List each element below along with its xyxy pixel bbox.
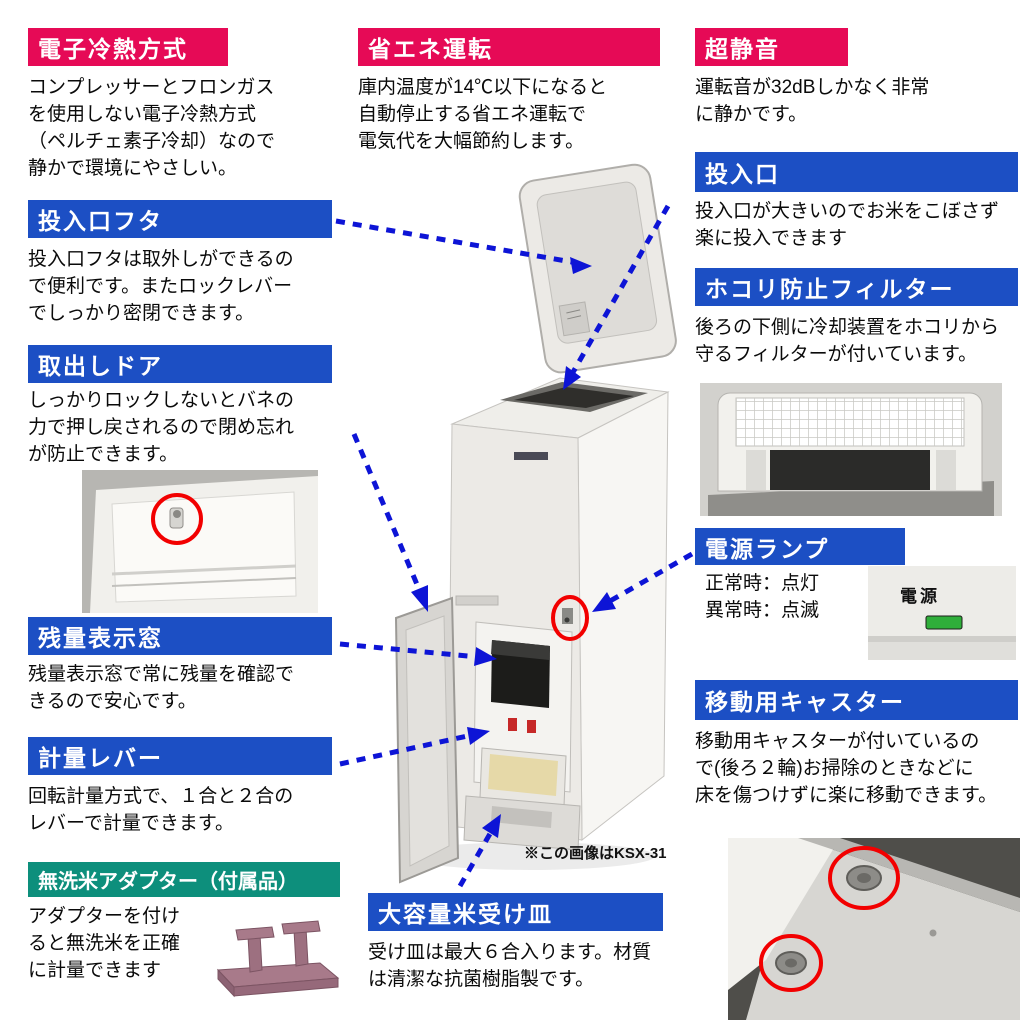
product-power-lamp [562,608,573,624]
product-level-window [491,640,550,708]
callout-title-quiet: 超静音 [695,28,848,66]
callout-body-lamp: 正常時：点灯 異常時：点滅 [705,573,820,621]
callout-title-inlet: 投入口 [695,152,1018,192]
callout-title-lid: 投入口フタ [28,200,332,238]
power-led [925,615,963,630]
callout-body-tray: 受け皿は最大６合入ります。材質 は清潔な抗菌樹脂製です。 [368,942,652,990]
filter-grid [736,398,964,446]
callout-title-caster: 移動用キャスター [695,680,1018,720]
callout-title-tray: 大容量米受け皿 [368,893,663,931]
product-measuring-lever-2 [527,720,536,733]
arrow-lamp-callout [592,551,694,612]
callout-body-window: 残量表示窓で常に残量を確認で きるので安心です。 [28,664,295,712]
arrow-door-callout [351,433,428,612]
callout-body-door: しっかりロックしないとバネの 力で押し戻されるので閉め忘れ が防止できます。 [28,390,295,465]
callout-title-cooling: 電子冷熱方式 [28,28,228,66]
callout-body-inlet: 投入口が大きいのでお米をこぼさず 楽に投入できます [695,201,1000,249]
callout-title-door: 取出しドア [28,345,332,383]
power-lamp-label: 電源 [900,587,940,606]
product-open-door [394,596,460,884]
cooling-unit-recess [770,450,930,490]
callout-title-lever: 計量レバー [28,737,332,775]
caster-photo [728,838,1020,1020]
callout-title-window: 残量表示窓 [28,617,332,655]
arrow-lid-callout [335,218,592,274]
callout-body-adapter: アダプターを付け ると無洗米を正確 に計量できます [28,906,181,981]
brand-logo [514,452,548,460]
arrow-lever-callout [339,727,490,767]
product-model-note: ※この画像はKSX-31 [524,845,667,862]
callout-title-filter: ホコリ防止フィルター [695,268,1018,306]
callout-title-lamp: 電源ランプ [695,528,905,565]
door-lock-photo [82,470,318,613]
product-inlet-opening [500,382,648,412]
callout-body-lever: 回転計量方式で、１合と２合の レバーで計量できます。 [28,786,294,834]
arrow-inlet-callout [563,204,671,390]
adapter-illustration [216,920,340,998]
product-measuring-lever-1 [508,718,517,731]
product-rice-tray [479,747,567,807]
callout-body-eco: 庫内温度が14℃以下になると 自動停止する省エネ運転で 電気代を大幅節約します。 [358,77,608,152]
arrow-window-callout [339,641,497,666]
arrow-tray-callout [457,814,501,888]
arrow-layer [335,204,694,888]
product-open-lid [518,163,677,374]
product-photo [394,163,677,884]
callout-body-cooling: コンプレッサーとフロンガス を使用しない電子冷熱方式 （ペルチェ素子冷却）なので… [28,77,276,179]
callout-body-quiet: 運転音が32dBしかなく非常 に静かです。 [695,77,930,125]
dust-filter-photo [700,383,1002,516]
callout-title-eco: 省エネ運転 [358,28,660,66]
highlight-circle-power-lamp [551,595,589,641]
callout-body-filter: 後ろの下側に冷却装置をホコリから 守るフィルターが付いています。 [695,317,1000,365]
power-lamp-photo [868,566,1016,660]
callout-title-adapter: 無洗米アダプター（付属品） [28,862,340,897]
callout-body-lid: 投入口フタは取外しができるの で便利です。またロックレバー でしっかり密閉できま… [28,249,294,324]
callout-body-caster: 移動用キャスターが付いているの で(後ろ２輪)お掃除のときなどに 床を傷つけずに… [695,731,998,806]
